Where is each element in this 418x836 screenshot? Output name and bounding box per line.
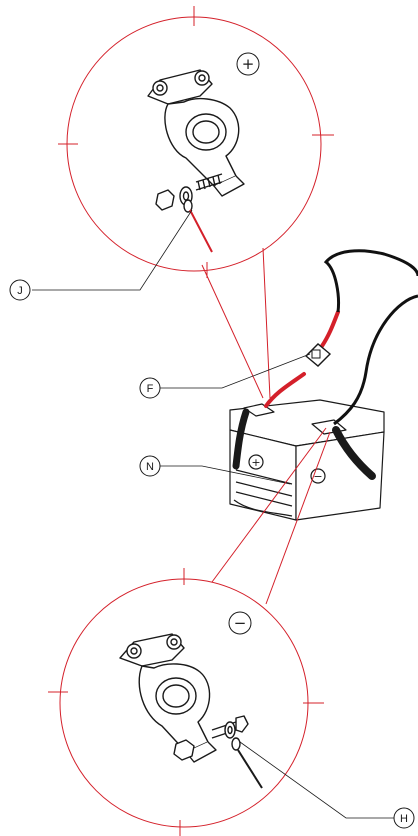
callout-f-label: F [147,383,154,395]
negative-wire-end [237,749,263,789]
callout-f: F [139,353,311,399]
top-detail-leader-left [201,264,264,399]
battery-negative-clamp-icon [119,633,249,763]
callout-f-marker [139,377,161,399]
callout-j: J [9,209,193,301]
callout-h-marker [393,807,415,829]
battery-positive-clamp-icon [147,69,245,213]
negative-sign-text: − [234,614,247,632]
battery-positive-strap [232,408,250,470]
bottom-detail-leader-right [265,431,331,605]
top-detail-leader-right [262,247,271,399]
bottom-detail-leader-left [211,427,327,583]
positive-sign-text: + [242,55,255,73]
negative-terminal-detail: − [48,568,324,836]
positive-wire-end [189,209,213,253]
positive-terminal-detail: + [58,6,334,278]
callout-h: H [239,741,415,829]
callout-h-label: H [400,813,408,825]
callout-n-label: N [146,461,154,473]
battery-positive-mark [248,454,264,470]
battery-positive-sign: + [251,456,260,469]
callout-j-label: J [17,285,23,297]
battery-negative-strap [332,426,376,480]
negative-wire [323,249,418,313]
positive-sign-badge: + [236,52,260,76]
inline-fuse-holder-icon [304,343,332,367]
callout-j-marker [9,279,31,301]
callout-n: N [139,455,291,485]
battery-negative-sign: − [313,470,322,483]
negative-wire-loop [333,294,418,426]
negative-sign-badge: − [228,611,252,635]
callout-n-marker [139,455,161,477]
positive-wire [264,310,340,408]
